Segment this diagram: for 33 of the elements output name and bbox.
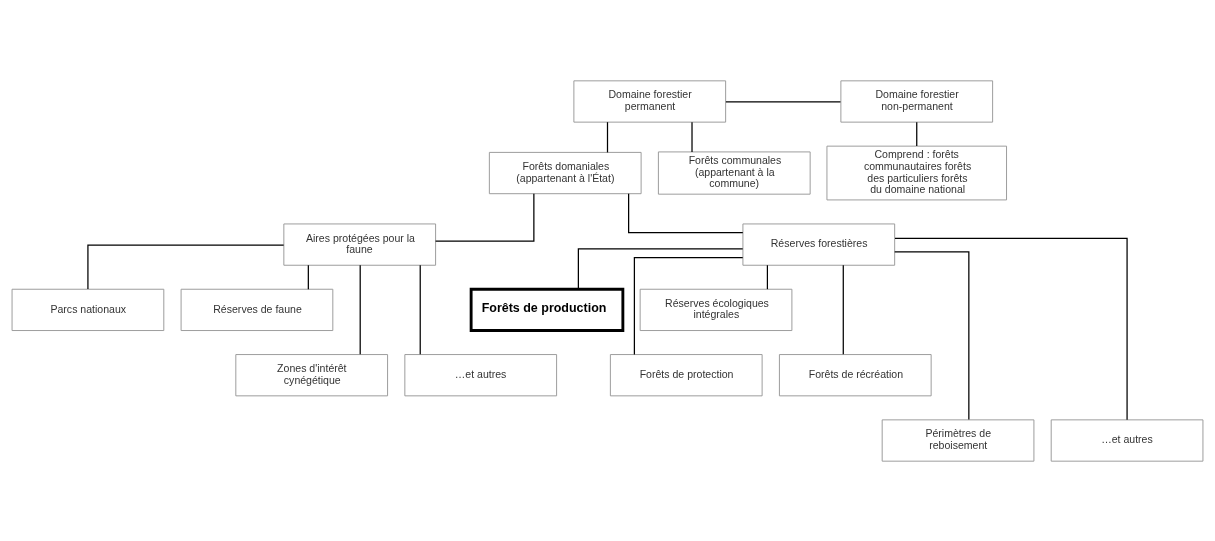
connector — [577, 247, 744, 290]
node-box: Forêts de production — [469, 287, 625, 332]
connector — [842, 264, 844, 355]
connector — [916, 121, 918, 147]
connector — [691, 121, 693, 152]
connector — [725, 100, 842, 103]
node-box: Comprend : forêts communautaires forêts des particuliers forêts du domaine national — [826, 145, 1007, 200]
node-box: …et autres — [404, 353, 558, 396]
node-box: Forêts de protection — [609, 353, 763, 396]
node-box: Domaine forestier non-permanent — [840, 79, 994, 123]
connector — [87, 243, 285, 290]
connector — [628, 192, 744, 233]
node-box: …et autres — [1050, 418, 1204, 462]
node-box: Réserves forestières — [742, 222, 896, 266]
node-box: Aires protégées pour la faune — [283, 222, 437, 266]
node-box: Forêts de récréation — [778, 353, 932, 396]
connector — [766, 264, 769, 290]
connector — [894, 250, 970, 420]
node-box: Parcs nationaux — [11, 288, 165, 331]
connector — [894, 237, 1128, 420]
connector — [434, 192, 535, 242]
node-box: Réserves de faune — [180, 288, 334, 331]
node-box: Zones d'intérêt cynégétique — [235, 353, 389, 396]
node-box: Réserves écologiques intégrales — [639, 288, 793, 331]
connector — [419, 264, 421, 355]
connector — [359, 264, 361, 355]
connector — [633, 256, 744, 355]
node-box: Périmètres de reboisement — [881, 418, 1035, 462]
connector — [606, 121, 609, 153]
node-box: Forêts communales (appartenant à la commune) — [657, 150, 811, 195]
node-box: Domaine forestier permanent — [573, 79, 727, 123]
node-box: Forêts domaniales (appartenant à l'État) — [488, 151, 642, 194]
connector — [307, 264, 309, 290]
